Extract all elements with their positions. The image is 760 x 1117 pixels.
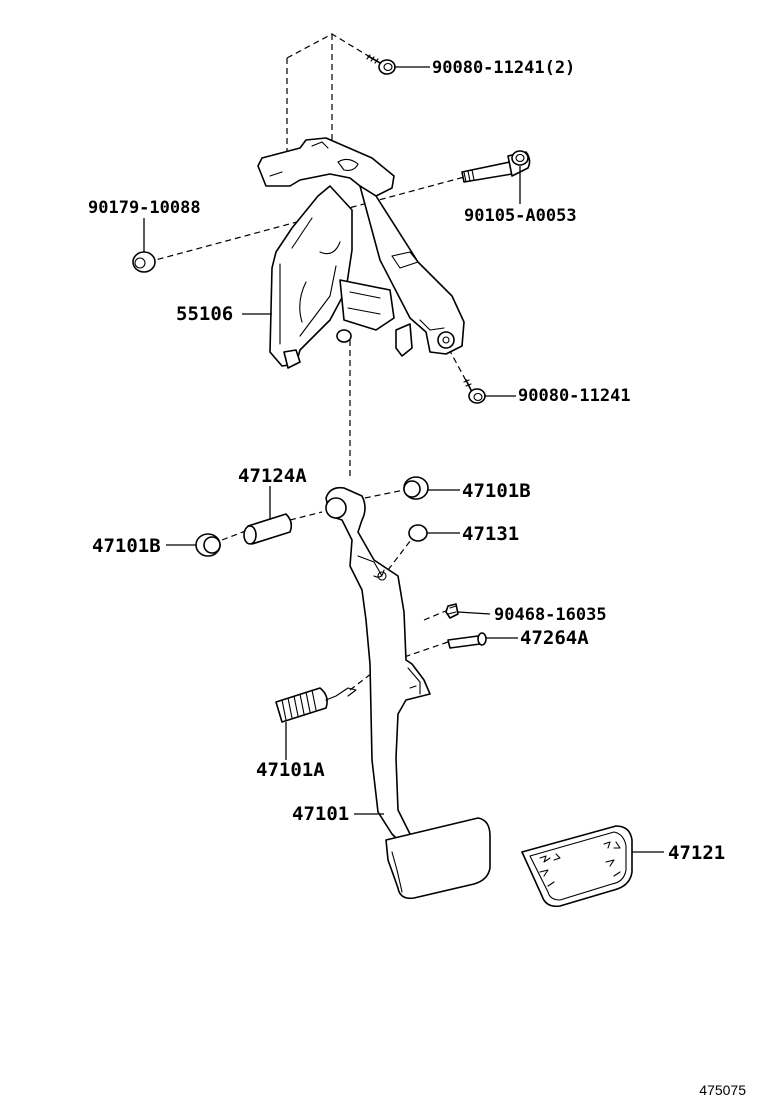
- callout-47124a: 47124A: [238, 465, 307, 487]
- nut-icon: [132, 251, 156, 273]
- pedal-bracket-icon: [257, 137, 465, 369]
- leader-lines: [143, 66, 664, 853]
- callout-90080-11241: 90080-11241: [518, 386, 631, 406]
- pin-icon: [447, 632, 487, 649]
- bush-right-icon: [403, 476, 429, 500]
- callout-90179-10088: 90179-10088: [88, 198, 201, 218]
- callout-47121: 47121: [668, 842, 726, 864]
- callout-47264a: 47264A: [520, 627, 589, 649]
- callout-47101: 47101: [292, 803, 350, 825]
- bush-left-icon: [195, 533, 221, 557]
- callout-47131: 47131: [462, 523, 520, 545]
- callout-55106: 55106: [176, 303, 234, 325]
- callout-90105-a0053: 90105-A0053: [464, 206, 577, 226]
- figure-number: 475075: [699, 1082, 746, 1098]
- return-spring-icon: [275, 687, 357, 723]
- callout-47101b-right: 47101B: [462, 480, 531, 502]
- bolt-lower-icon: [463, 379, 486, 404]
- clip-icon: [445, 603, 459, 619]
- pedal-pad-icon: [521, 825, 633, 908]
- callout-47101b-left: 47101B: [92, 535, 161, 557]
- assembly-dashed-lines: [147, 33, 471, 691]
- long-bolt-icon: [461, 150, 531, 183]
- cushion-icon: [408, 524, 428, 542]
- callout-90080-11241-2: 90080-11241(2): [432, 58, 576, 78]
- bolt-top-icon: [366, 54, 396, 75]
- brake-pedal-arm-icon: [325, 486, 491, 900]
- callout-47101a: 47101A: [256, 759, 325, 781]
- collar-icon: [243, 513, 293, 545]
- callout-90468-16035: 90468-16035: [494, 605, 607, 625]
